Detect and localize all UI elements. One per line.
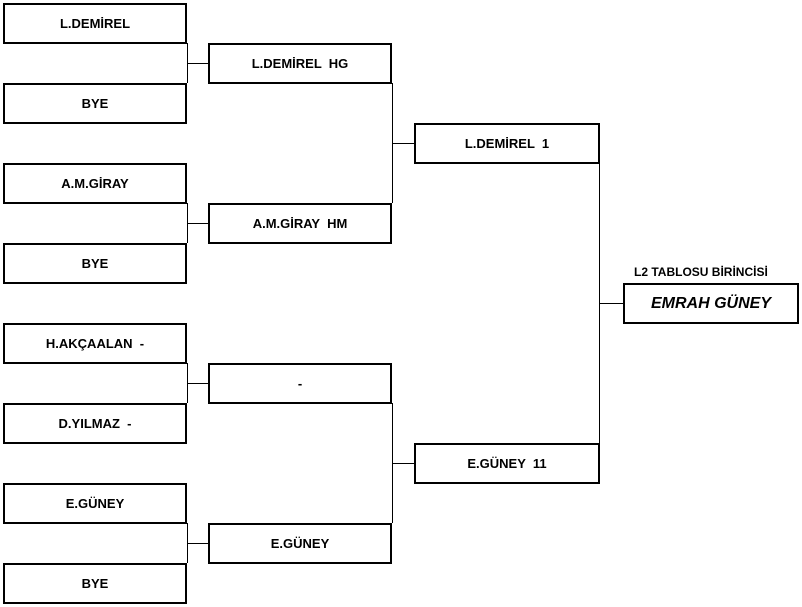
round1-slot-7: E.GÜNEY bbox=[3, 483, 187, 524]
round2-slot-4: E.GÜNEY bbox=[208, 523, 392, 564]
round3-slot-2: E.GÜNEY 11 bbox=[414, 443, 600, 484]
connector-final-horizontal bbox=[599, 303, 623, 304]
winner-title: L2 TABLOSU BİRİNCİSİ bbox=[634, 265, 768, 279]
connector-r1-pair-2-horizontal bbox=[187, 223, 208, 224]
round1-slot-6: D.YILMAZ - bbox=[3, 403, 187, 444]
round1-slot-5: H.AKÇAALAN - bbox=[3, 323, 187, 364]
connector-r1-pair-4-horizontal bbox=[187, 543, 208, 544]
round2-slot-3: - bbox=[208, 363, 392, 404]
round1-slot-8: BYE bbox=[3, 563, 187, 604]
connector-r2-pair-1-horizontal bbox=[392, 143, 414, 144]
round1-slot-3: A.M.GİRAY bbox=[3, 163, 187, 204]
round1-slot-1: L.DEMİREL bbox=[3, 3, 187, 44]
round2-slot-2: A.M.GİRAY HM bbox=[208, 203, 392, 244]
round3-slot-1: L.DEMİREL 1 bbox=[414, 123, 600, 164]
connector-r1-pair-3-horizontal bbox=[187, 383, 208, 384]
round2-slot-1: L.DEMİREL HG bbox=[208, 43, 392, 84]
round1-slot-4: BYE bbox=[3, 243, 187, 284]
connector-r1-pair-1-horizontal bbox=[187, 63, 208, 64]
round1-slot-2: BYE bbox=[3, 83, 187, 124]
connector-r2-pair-2-horizontal bbox=[392, 463, 414, 464]
winner-box: EMRAH GÜNEY bbox=[623, 283, 799, 324]
